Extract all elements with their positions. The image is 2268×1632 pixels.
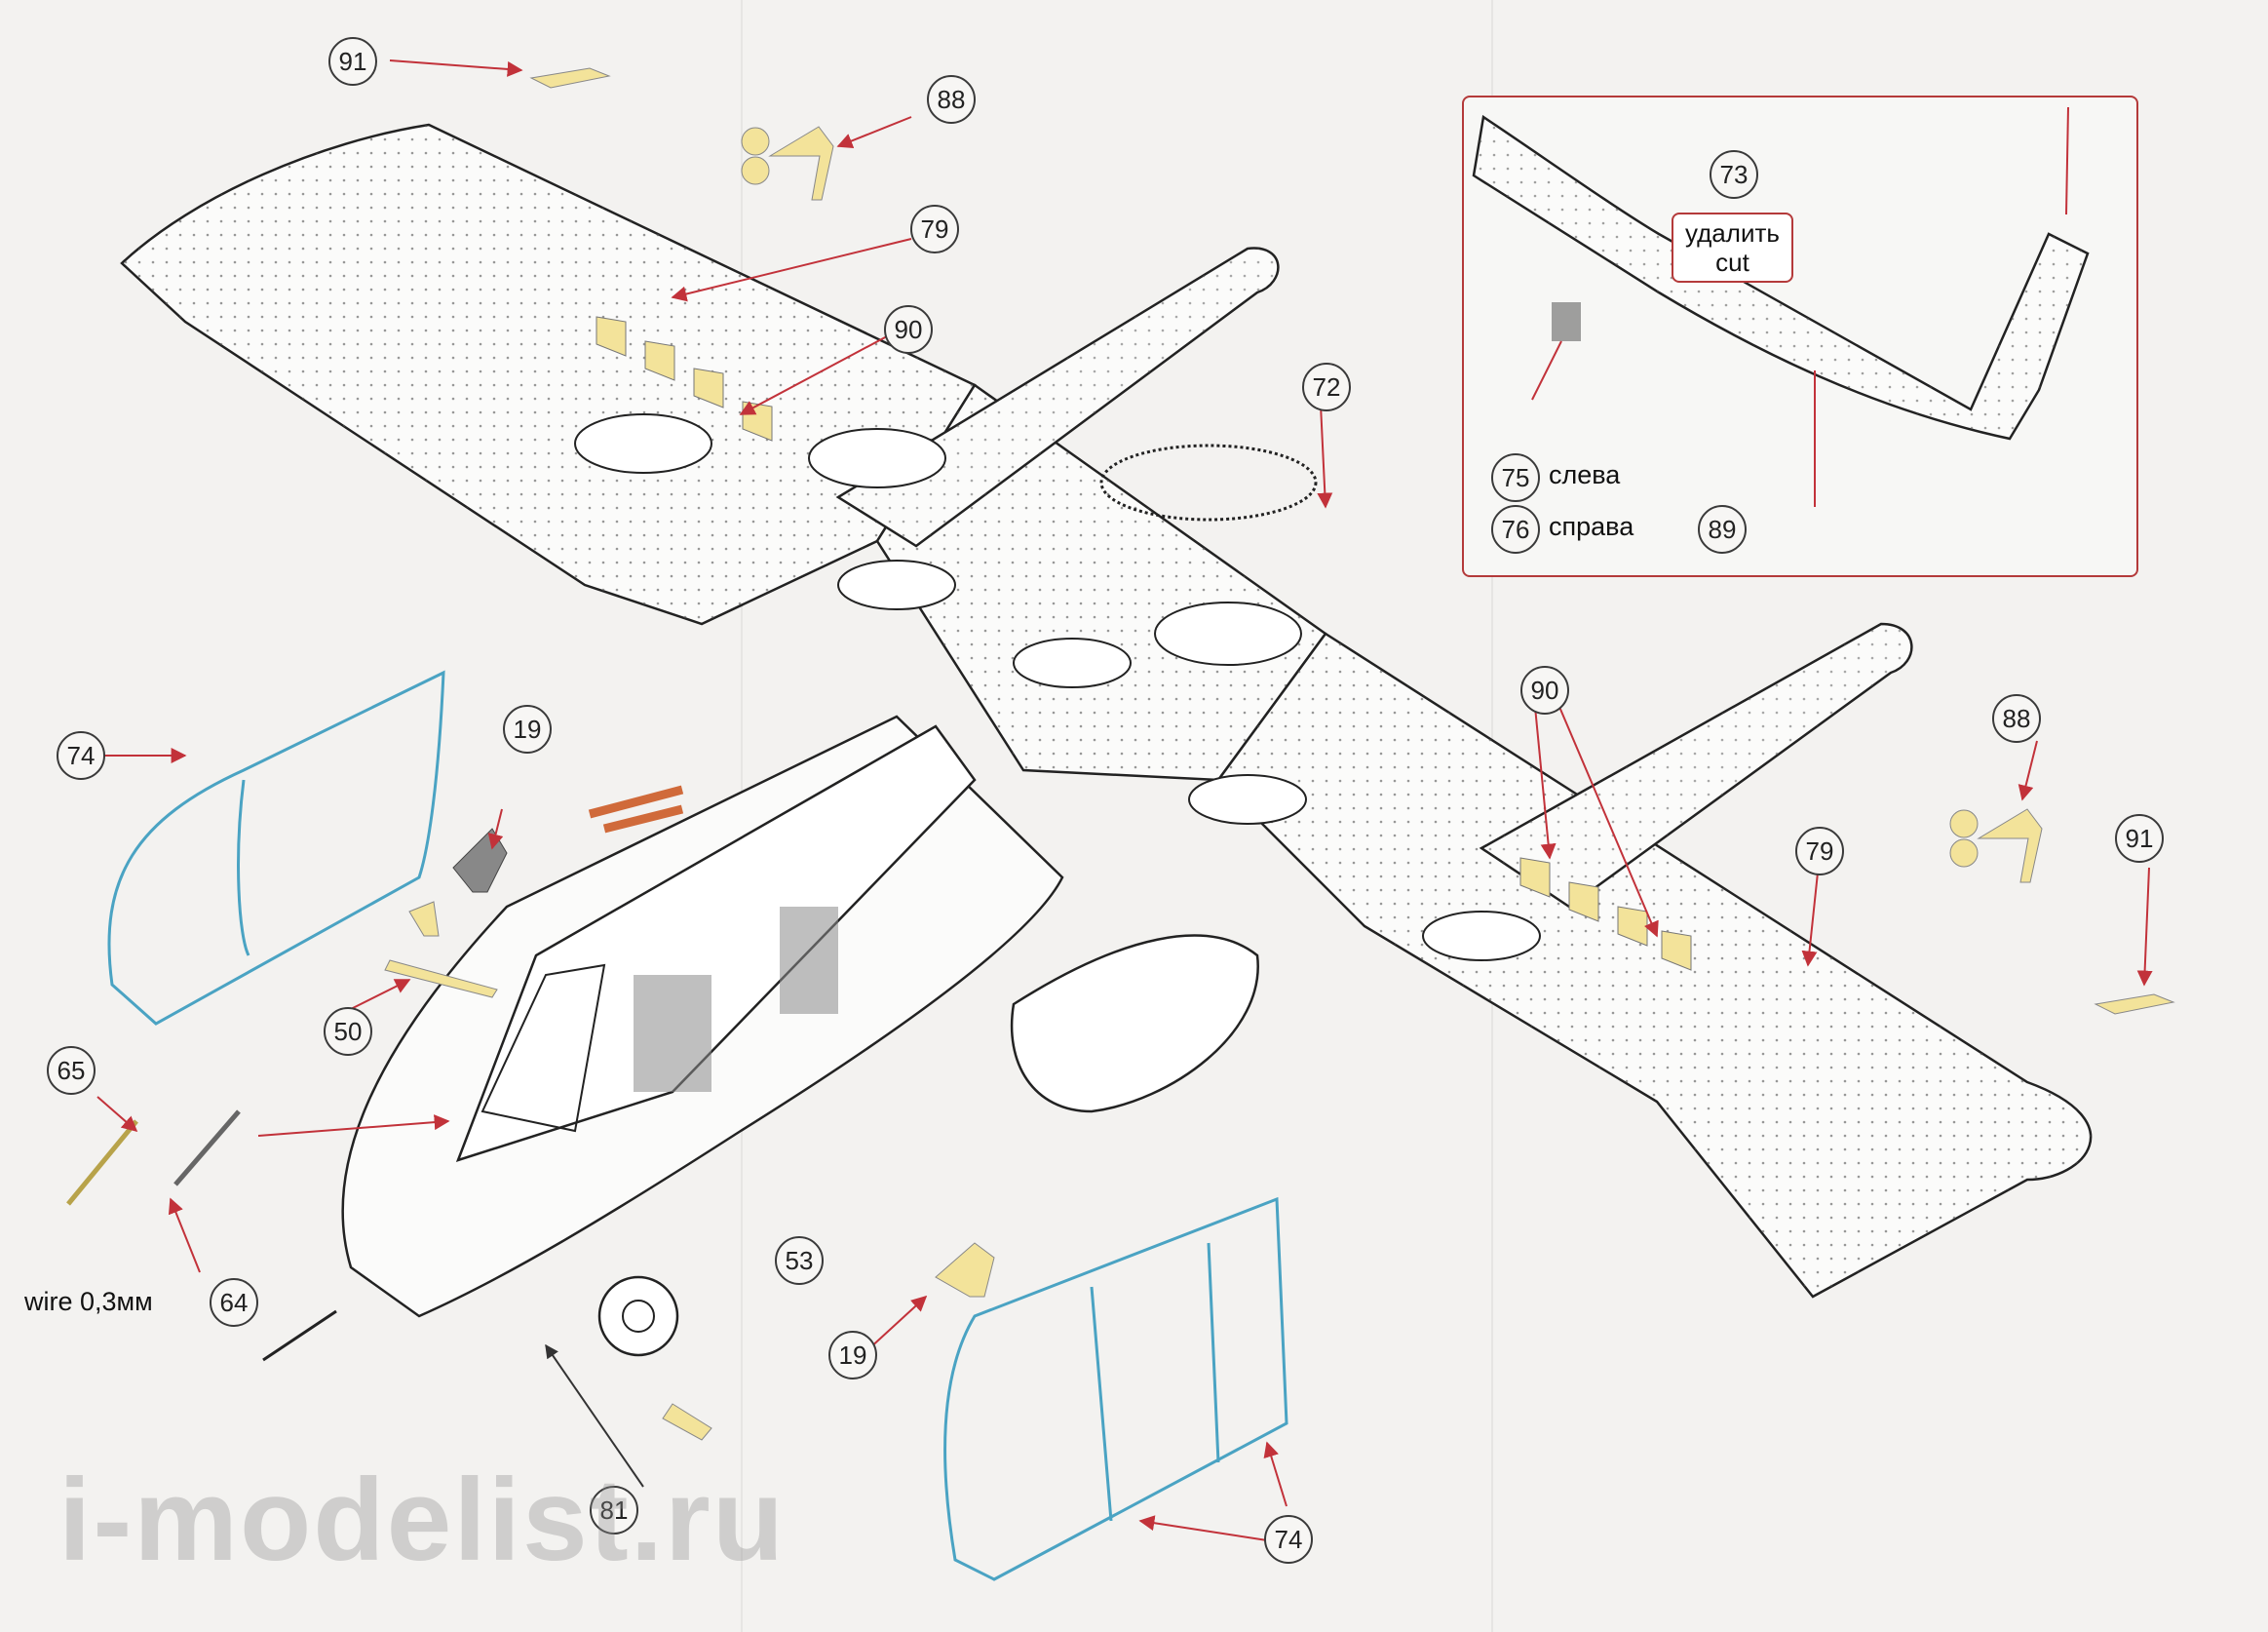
part-91-right <box>2094 993 2175 1015</box>
callout-75: 75 <box>1491 453 1540 502</box>
part-72 <box>1099 444 1318 522</box>
callout-91-left: 91 <box>328 37 377 86</box>
cut-note-ru: удалить <box>1685 218 1780 248</box>
label-right: справа <box>1549 512 1634 541</box>
right-door-frame <box>943 1196 1288 1581</box>
callout-79-left: 79 <box>910 205 959 253</box>
flap-gusset <box>1661 930 1692 971</box>
part-88-right <box>1949 808 2043 883</box>
part-91-left <box>529 67 611 89</box>
canopy <box>455 724 977 1162</box>
part-81 <box>662 1403 712 1441</box>
callout-88-left: 88 <box>927 75 976 124</box>
part-88-left <box>741 126 834 201</box>
callout-88-right: 88 <box>1992 694 2041 743</box>
flap-gusset <box>1617 906 1648 947</box>
part-19-left-yellow <box>408 901 440 937</box>
callout-53: 53 <box>775 1236 824 1285</box>
flap-gusset <box>644 340 675 381</box>
callout-74-right: 74 <box>1264 1515 1313 1564</box>
part-65 <box>66 1119 138 1206</box>
callout-90-left: 90 <box>884 305 933 354</box>
cut-note-en: cut <box>1715 248 1749 277</box>
left-door-frame <box>107 670 445 1026</box>
callout-19-right: 19 <box>828 1331 877 1379</box>
callout-89: 89 <box>1698 505 1747 554</box>
flap-gusset <box>1568 881 1599 922</box>
callout-90-right: 90 <box>1520 666 1569 715</box>
flap-gusset <box>1519 857 1551 898</box>
callout-81: 81 <box>590 1486 638 1535</box>
callout-19-left: 19 <box>503 705 552 754</box>
tail-detail-inset: 73 удалить cut 75 слева 76 справа 89 <box>1462 96 2138 577</box>
callout-72: 72 <box>1302 363 1351 411</box>
callout-74-left: 74 <box>57 731 105 780</box>
watermark: i-modelist.ru <box>58 1455 787 1585</box>
callout-76: 76 <box>1491 505 1540 554</box>
gun-pod <box>1010 934 1259 1113</box>
part-64 <box>173 1109 241 1186</box>
wire-note: wire 0,3мм <box>24 1287 153 1316</box>
label-left: слева <box>1549 460 1621 489</box>
callout-79-right: 79 <box>1795 827 1844 875</box>
cut-note: удалить cut <box>1672 213 1793 283</box>
part-50 <box>384 959 498 998</box>
callout-50: 50 <box>324 1007 372 1056</box>
callout-73: 73 <box>1710 150 1758 199</box>
callout-91-right: 91 <box>2115 814 2164 863</box>
tail-boom-drawing <box>1472 106 2090 507</box>
callout-64: 64 <box>210 1278 258 1327</box>
callout-65: 65 <box>47 1046 96 1095</box>
flap-gusset <box>693 368 724 408</box>
nose-wheel <box>597 1275 679 1357</box>
flap-gusset <box>596 316 627 357</box>
part-19-left <box>452 828 508 893</box>
part-19-right <box>935 1242 995 1298</box>
